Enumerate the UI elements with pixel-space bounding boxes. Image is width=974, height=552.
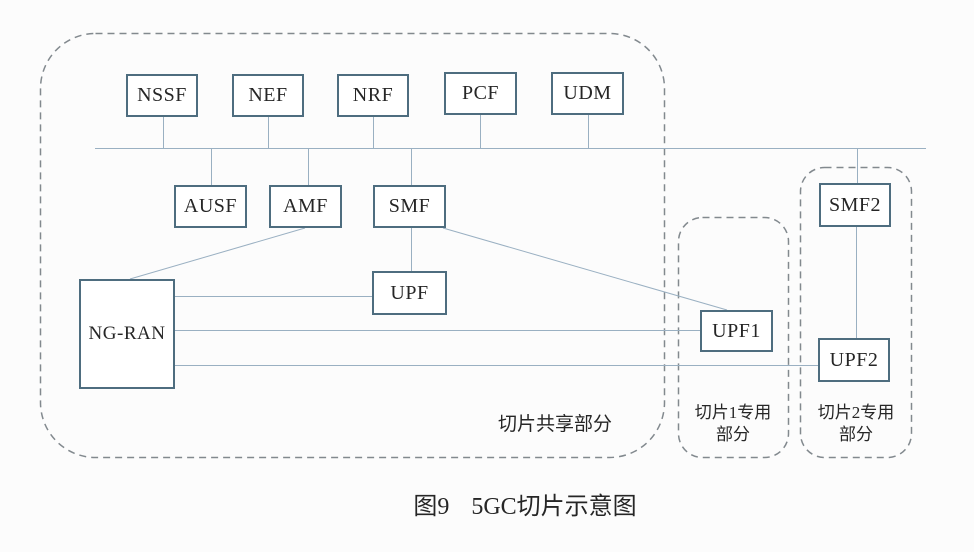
- region-slice2-label: 切片2专用 部分: [800, 402, 912, 446]
- figure-number: 图9: [413, 494, 450, 520]
- node-smf: SMF: [373, 185, 446, 228]
- node-pcf: PCF: [444, 72, 517, 115]
- region-slice1-label-line1: 切片1专用: [694, 403, 772, 422]
- region-shared-label: 切片共享部分: [497, 414, 612, 435]
- node-ng-ran: NG-RAN: [79, 279, 175, 389]
- node-upf2: UPF2: [818, 338, 890, 382]
- edge-amf-ngran: [129, 227, 306, 280]
- figure-caption: 图9 5GC切片示意图: [76, 486, 974, 521]
- region-shared-border: [39, 32, 666, 459]
- node-upf1: UPF1: [700, 310, 773, 352]
- region-slice2-label-line2: 部分: [839, 425, 873, 444]
- region-slice2-label-line1: 切片2专用: [817, 403, 895, 422]
- region-slice1-label-line2: 部分: [716, 425, 750, 444]
- figure-title: 5GC切片示意图: [471, 494, 637, 520]
- node-nssf: NSSF: [126, 74, 198, 117]
- node-smf2: SMF2: [819, 183, 891, 227]
- node-nrf: NRF: [337, 74, 409, 117]
- node-nef: NEF: [232, 74, 304, 117]
- region-slice2-border: [799, 166, 913, 459]
- node-amf: AMF: [269, 185, 342, 228]
- node-udm: UDM: [551, 72, 624, 115]
- region-slice1-label: 切片1专用 部分: [678, 402, 788, 446]
- region-slice1-border: [677, 216, 790, 459]
- edge-smf-upf1: [442, 227, 728, 311]
- node-ausf: AUSF: [174, 185, 247, 228]
- node-upf: UPF: [372, 271, 447, 315]
